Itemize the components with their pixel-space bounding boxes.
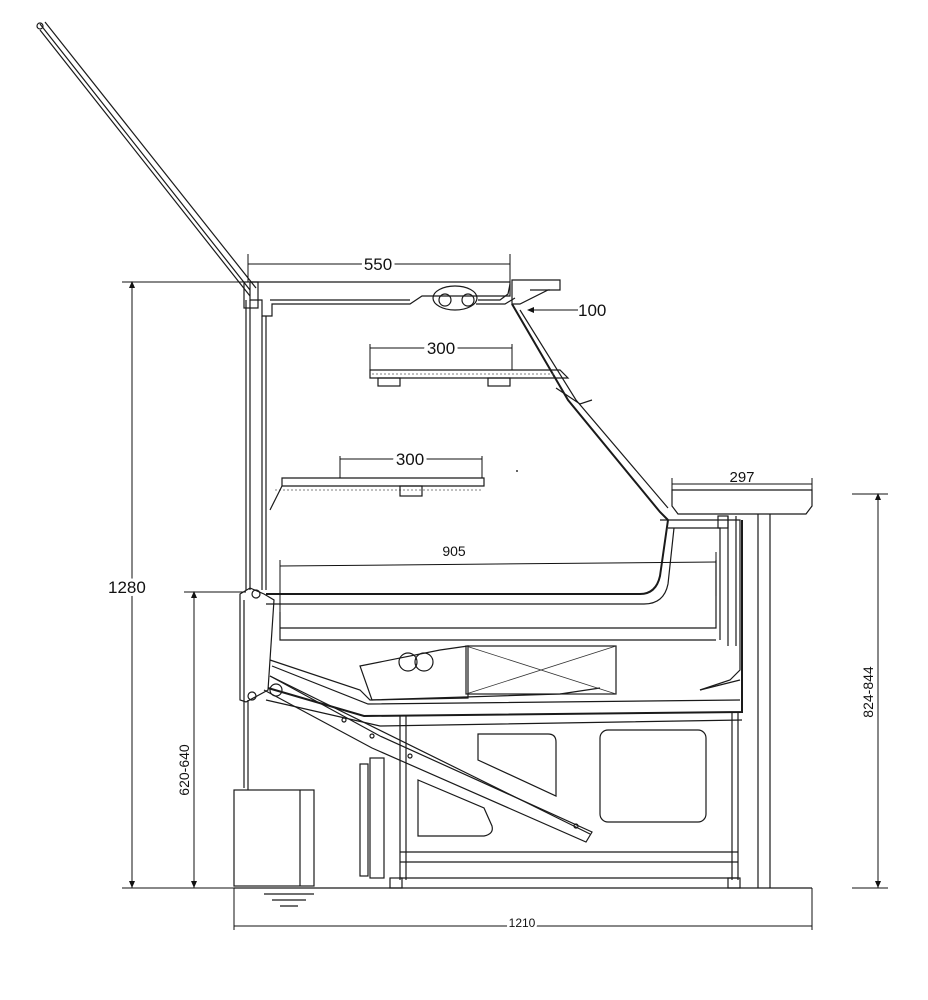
dim-label-work-height: 620-640: [176, 744, 192, 796]
dim-label-lower-shelf: 300: [396, 450, 424, 469]
rear-panels: [359, 729, 707, 879]
lower-shelf: [269, 470, 518, 511]
dim-counter-depth: 297: [671, 469, 813, 490]
upper-shelf: [369, 369, 570, 387]
top-canopy: [249, 279, 561, 317]
dim-total-height: 1280: [105, 281, 248, 889]
dim-label-top-width: 550: [364, 255, 392, 274]
dim-label-counter-depth: 297: [729, 469, 754, 486]
adjustable-feet: [389, 877, 741, 889]
dim-base-width: 1210: [233, 888, 813, 933]
dim-label-total-height: 1280: [108, 578, 146, 597]
dim-label-base-width: 1210: [509, 916, 536, 930]
dim-lower-shelf: 300: [339, 447, 483, 478]
dim-work-height: 620-640: [176, 591, 246, 888]
open-lid-arm: [36, 21, 259, 309]
front-lower-panel: [233, 587, 315, 887]
dim-top-width: 550: [247, 252, 511, 282]
rear-unit: [660, 515, 741, 691]
dim-label-counter-height: 824-844: [860, 666, 876, 718]
dim-label-inner-depth: 905: [442, 543, 466, 559]
inner-tank: [266, 519, 741, 705]
left-glass-post: [245, 300, 267, 590]
front-curved-glass: [511, 303, 669, 521]
dim-upper-shelf: 300: [369, 336, 513, 370]
dim-top-offset: 100: [527, 301, 606, 320]
front-strut: [263, 675, 593, 843]
dim-label-upper-shelf: 300: [427, 339, 455, 358]
dim-inner-depth: 905: [279, 543, 717, 612]
dim-label-top-offset: 100: [578, 301, 606, 320]
base-deck: [265, 520, 743, 880]
dim-counter-height: 824-844: [852, 493, 888, 889]
floor-line: [234, 887, 812, 907]
